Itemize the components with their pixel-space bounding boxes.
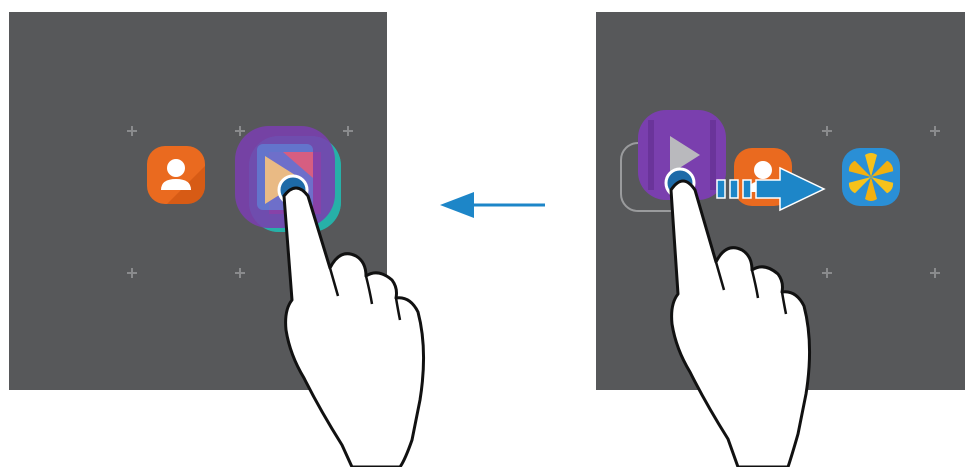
empty-slot-plus-icon[interactable] — [127, 268, 137, 278]
empty-slot-plus-icon[interactable] — [343, 126, 353, 136]
video-icon[interactable] — [235, 126, 335, 228]
home-screen-panel-right — [596, 12, 965, 390]
empty-slot-plus-icon[interactable] — [930, 268, 940, 278]
empty-slot-plus-icon[interactable] — [235, 126, 245, 136]
video-icon[interactable] — [638, 110, 726, 200]
gallery-icon[interactable] — [842, 148, 900, 206]
left-arrow-icon — [440, 192, 545, 218]
contacts-icon[interactable] — [147, 146, 205, 204]
empty-slot-plus-icon[interactable] — [127, 126, 137, 136]
empty-slot-plus-icon[interactable] — [822, 268, 832, 278]
empty-slot-plus-icon[interactable] — [930, 126, 940, 136]
empty-slot-plus-icon[interactable] — [235, 268, 245, 278]
empty-slot-plus-icon[interactable] — [822, 126, 832, 136]
contacts-icon[interactable] — [734, 148, 792, 206]
home-screen-panel-left — [9, 12, 387, 390]
